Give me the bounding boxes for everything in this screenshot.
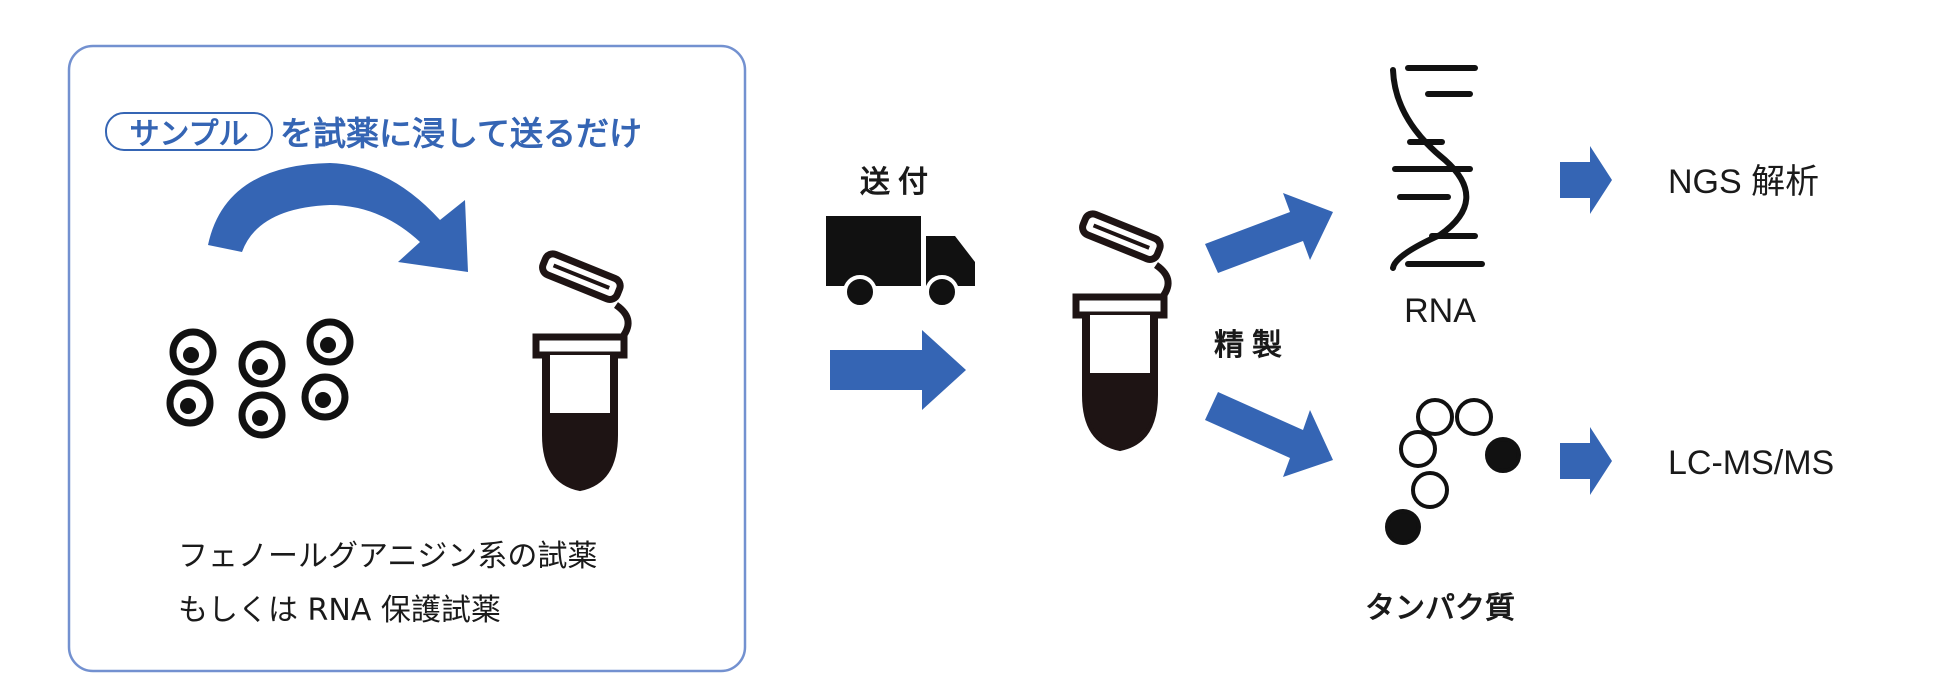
- truck-icon: [826, 216, 975, 309]
- reagent-line-1: フェノールグアニジン系の試薬: [178, 539, 597, 574]
- shipping-label: 送付: [860, 165, 936, 200]
- sample-label: サンプル: [129, 117, 248, 152]
- lcms-label: LC-MS/MS: [1668, 444, 1834, 482]
- purification-label: 精製: [1214, 328, 1290, 363]
- arrow-right-icon: [1560, 427, 1612, 495]
- rna-label: RNA: [1404, 292, 1476, 330]
- arrow-down-right-icon: [1205, 392, 1333, 477]
- curved-arrow-icon: [208, 163, 468, 272]
- protein-icon: [1385, 398, 1521, 545]
- arrow-right-icon: [1560, 146, 1612, 214]
- sample-pill: [105, 112, 273, 151]
- panel-title: を試薬に浸して送るだけ: [280, 114, 642, 153]
- rna-helix-icon: [1390, 65, 1485, 271]
- protein-label: タンパク質: [1365, 591, 1515, 626]
- tube-icon: [1076, 211, 1168, 447]
- arrow-up-right-icon: [1205, 193, 1333, 273]
- arrow-right-icon: [830, 330, 966, 410]
- reagent-line-2: もしくは RNA 保護試薬: [178, 593, 501, 628]
- ngs-analysis-label: NGS 解析: [1668, 163, 1819, 201]
